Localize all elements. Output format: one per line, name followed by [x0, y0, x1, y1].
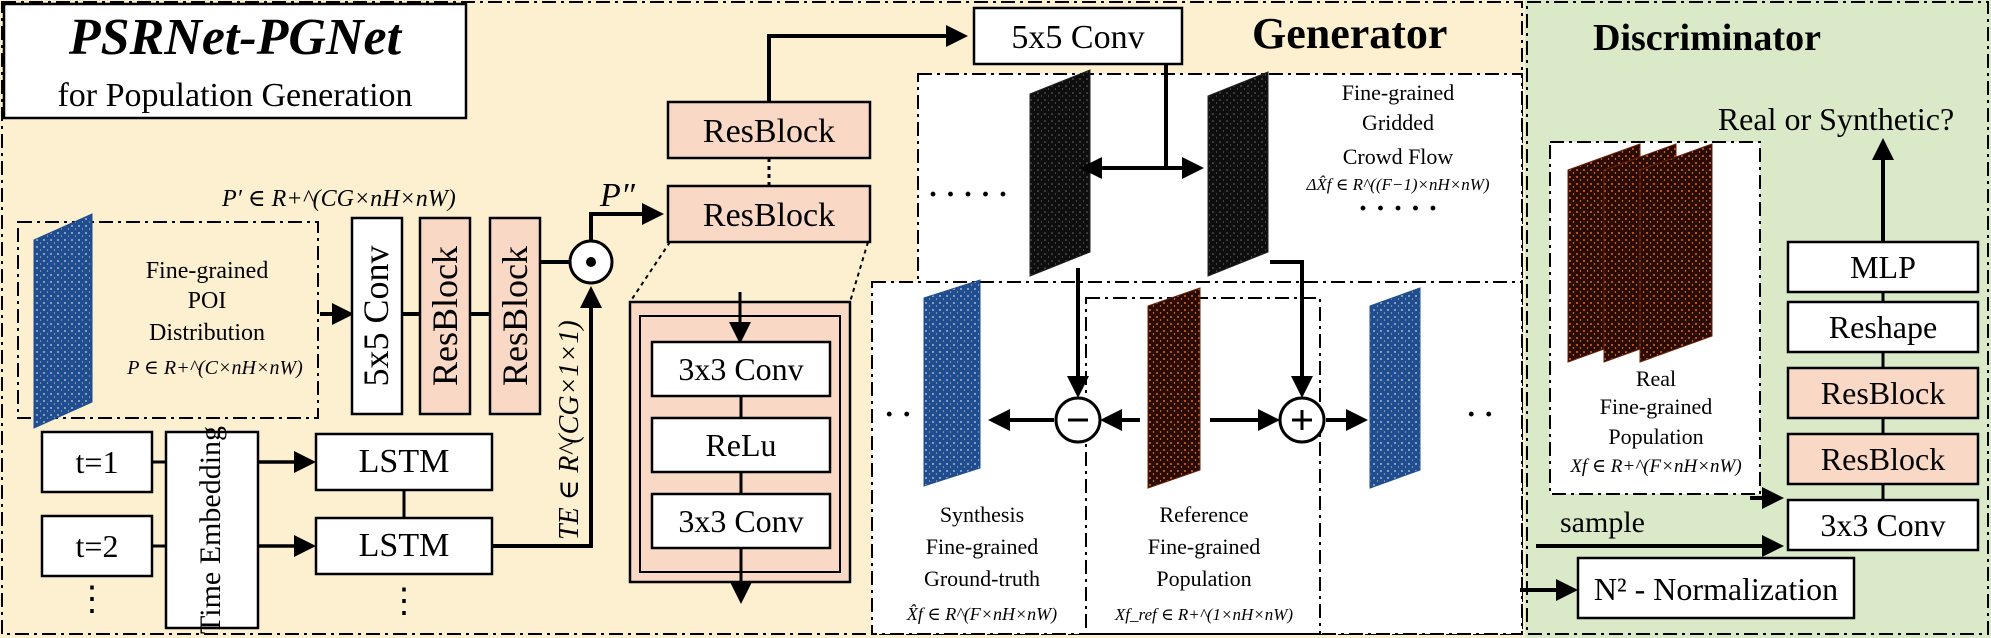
- time-embedding-block: [164, 430, 260, 630]
- conv5-top-block: [972, 6, 1184, 66]
- resblock-vertical-1-label: ResBlock: [425, 246, 465, 386]
- resblock-disc-2: [1786, 432, 1980, 486]
- reference-label-line1: Reference: [1159, 502, 1248, 527]
- resblock-disc-1: [1786, 366, 1980, 420]
- x-real-math: Xf ∈ R+^(F×nH×nW): [1569, 456, 1741, 477]
- flow-dots-left: · · · · ·: [928, 178, 1008, 211]
- time-step-1-box: [40, 430, 154, 494]
- conv3-detail-1-label: 3x3 Conv: [678, 351, 803, 387]
- resblock-top-2-label: ResBlock: [703, 197, 835, 234]
- discriminator-label: Discriminator: [1593, 17, 1821, 59]
- generator-label: Generator: [1252, 9, 1447, 58]
- synthesis-label-line1: Synthesis: [940, 502, 1024, 527]
- conv5-top-label: 5x5 Conv: [1011, 19, 1144, 56]
- synthesis-map: [923, 279, 981, 487]
- reference-label-line3: Population: [1156, 566, 1251, 591]
- mlp-block: [1786, 240, 1980, 294]
- real-label-line1: Real: [1636, 366, 1676, 391]
- te-math: TE ∈ R^(CG×1×1): [554, 320, 585, 540]
- resblock-top-1-label: ResBlock: [703, 113, 835, 150]
- sample-label: sample: [1560, 506, 1645, 539]
- resblock-vertical-1: [418, 216, 472, 416]
- p-double-prime-math: P″: [599, 177, 636, 214]
- flow-label-line3: Crowd Flow: [1343, 144, 1454, 169]
- conv3-disc-label: 3x3 Conv: [1820, 507, 1945, 543]
- reshape-label: Reshape: [1829, 309, 1937, 345]
- flow-label-line2: Gridded: [1362, 110, 1434, 135]
- real-label-line2: Fine-grained: [1600, 394, 1712, 419]
- poi-label-line2: POI: [188, 288, 227, 314]
- synthesis-label-line2: Fine-grained: [926, 534, 1038, 559]
- delta-x-math: ΔX̂f ∈ R^((F−1)×nH×nW): [1305, 175, 1489, 194]
- lstm-block-2: [314, 516, 494, 576]
- poi-map-image: [33, 213, 93, 429]
- relu-detail-label: ReLu: [705, 427, 776, 463]
- conv5-vertical-label: 5x5 Conv: [356, 245, 396, 386]
- lstm-block-1-label: LSTM: [359, 443, 450, 480]
- time-step-more: ⋮: [75, 581, 109, 618]
- time-embedding-label: Time Embedding: [194, 426, 227, 634]
- real-label-line3: Population: [1608, 424, 1703, 449]
- normalization-block: [1576, 556, 1856, 620]
- p-prime-math: P′ ∈ R+^(CG×nH×nW): [221, 186, 456, 212]
- x-ref-math: Xf_ref ∈ R+^(1×nH×nW): [1114, 605, 1294, 624]
- lstm-block-2-label: LSTM: [359, 527, 450, 564]
- real-or-synthetic-label: Real or Synthetic?: [1718, 101, 1954, 137]
- normalization-label: N² - Normalization: [1594, 571, 1838, 607]
- conv3-detail-1: [650, 340, 832, 398]
- lstm-more: ⋮: [387, 583, 421, 620]
- conv3-detail-2-label: 3x3 Conv: [678, 503, 803, 539]
- synthesis-label-line3: Ground-truth: [924, 566, 1040, 591]
- resblock-disc-1-label: ResBlock: [1821, 375, 1945, 411]
- reference-map: [1147, 287, 1201, 489]
- diagram-title: PSRNet-PGNet: [68, 9, 403, 66]
- time-step-2: t=2: [76, 528, 119, 564]
- poi-math: P ∈ R+^(C×nH×nW): [126, 357, 303, 379]
- title-box: [2, 2, 468, 120]
- flow-dots-right: · · · · ·: [1358, 192, 1438, 225]
- lstm-block-1: [314, 432, 494, 492]
- resblock-disc-2-label: ResBlock: [1821, 441, 1945, 477]
- x-hat-math: X̂f ∈ R^(F×nH×nW): [906, 604, 1057, 625]
- resblock-top-2: [666, 184, 872, 244]
- mlp-label: MLP: [1850, 249, 1916, 285]
- poi-label-line3: Distribution: [149, 320, 265, 346]
- poi-label-line1: Fine-grained: [146, 258, 269, 284]
- conv3-detail-2: [650, 492, 832, 550]
- synthesis-dots-left: · ·: [884, 398, 912, 431]
- time-step-2-box: [40, 514, 154, 578]
- synthesis-map-next: [1369, 287, 1421, 489]
- resblock-vertical-2-label: ResBlock: [495, 246, 535, 386]
- real-map-3: [1639, 143, 1713, 363]
- diagram-subtitle: for Population Generation: [57, 77, 412, 114]
- resblock-vertical-2: [488, 216, 542, 416]
- flow-map-1: [1029, 69, 1091, 277]
- reference-label-line2: Fine-grained: [1148, 534, 1260, 559]
- flow-label-line1: Fine-grained: [1342, 80, 1454, 105]
- flow-map-2: [1207, 71, 1269, 277]
- time-step-1: t=1: [76, 444, 119, 480]
- synthesis-dots-right: · ·: [1466, 398, 1494, 431]
